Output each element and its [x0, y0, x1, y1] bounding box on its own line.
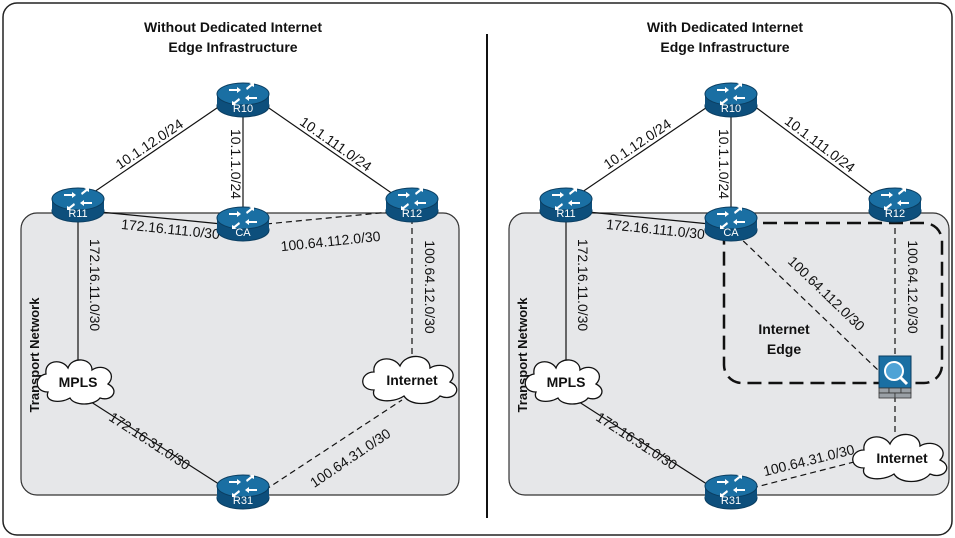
cloud-label: Internet: [386, 372, 438, 388]
cloud-internet: Internet: [362, 355, 458, 405]
router-label: R11: [68, 208, 87, 220]
link-label-r10-ca: 10.1.1.0/24: [716, 129, 732, 199]
link-r10-r12: [741, 96, 885, 204]
internet-edge-label-line1: Internet: [758, 321, 810, 337]
cloud-mpls: MPLS: [36, 359, 115, 405]
cloud-label: MPLS: [59, 374, 98, 390]
link-r11-ca: [587, 211, 711, 225]
router-label: R10: [233, 103, 253, 115]
cloud-icon: [36, 359, 115, 405]
router-r10: R10: [216, 82, 270, 118]
magnifier-icon: [884, 361, 904, 381]
router-label: CA: [723, 227, 739, 239]
panel-title-line2: Edge Infrastructure: [660, 39, 789, 55]
cloud-icon: [524, 359, 603, 405]
router-r31: R31: [216, 474, 270, 510]
router-ca: CA: [704, 206, 758, 242]
router-label: R12: [885, 208, 905, 220]
router-r11: R11: [539, 187, 593, 223]
link-mpls-r31: [575, 399, 714, 489]
internet-edge-boundary: [722, 221, 944, 385]
panel-title-line1: Without Dedicated Internet: [144, 19, 322, 35]
link-label-r11-mpls: 172.16.11.0/30: [87, 239, 103, 332]
cloud-internet: Internet: [852, 433, 948, 483]
link-r11-ca: [99, 211, 223, 225]
router-r31: R31: [704, 474, 758, 510]
firewall-device: [878, 355, 912, 399]
magnifier-handle: [898, 375, 909, 386]
link-r31-internet: [751, 459, 863, 489]
internet-edge-label-line2: Edge: [767, 341, 801, 357]
panel-title-line2: Edge Infrastructure: [168, 39, 297, 55]
link-label-r12-firewall: 100.64.12.0/30: [905, 240, 921, 334]
router-ca: CA: [216, 206, 270, 242]
cloud-label: Internet: [876, 450, 928, 466]
transport-network-area: [20, 212, 460, 496]
cloud-label: MPLS: [547, 374, 586, 390]
link-r11-r10: [565, 96, 723, 204]
router-label: R12: [402, 208, 422, 220]
router-r10: R10: [704, 82, 758, 118]
router-r11: R11: [51, 187, 105, 223]
link-r10-r12: [252, 96, 407, 204]
cloud-icon: [852, 433, 948, 483]
router-r12: R12: [868, 187, 922, 223]
link-label-r12-internet: 100.64.12.0/30: [422, 240, 438, 334]
link-r31-internet: [264, 399, 403, 491]
cloud-icon: [362, 355, 458, 405]
cloud-mpls: MPLS: [524, 359, 603, 405]
brick-wall-icon: [878, 387, 912, 399]
router-label: R31: [721, 495, 741, 507]
link-r11-r10: [77, 96, 234, 204]
router-label: R31: [233, 495, 253, 507]
transport-network-label: Transport Network: [515, 297, 530, 413]
router-r12: R12: [385, 187, 439, 223]
router-label: CA: [235, 227, 251, 239]
transport-network-label: Transport Network: [27, 297, 42, 413]
link-mpls-r31: [87, 399, 226, 489]
link-label-r11-mpls: 172.16.11.0/30: [575, 239, 591, 332]
link-label-r10-ca: 10.1.1.0/24: [228, 129, 244, 199]
panel-title-line1: With Dedicated Internet: [647, 19, 804, 35]
link-ca-r12: [265, 211, 391, 225]
router-label: R11: [556, 208, 575, 220]
router-label: R10: [721, 103, 741, 115]
link-ca-firewall: [735, 233, 881, 373]
